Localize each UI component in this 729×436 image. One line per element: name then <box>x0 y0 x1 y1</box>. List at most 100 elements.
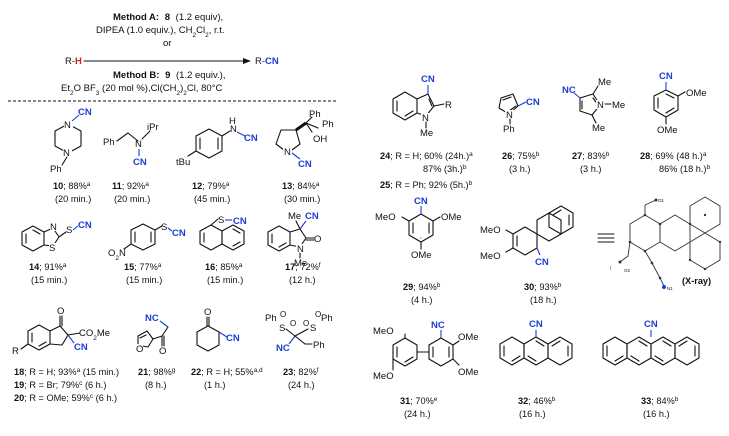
svg-text:N1: N1 <box>667 286 673 291</box>
compound-14-caption: 14; 91%a <box>29 262 67 273</box>
svg-text:N: N <box>422 113 429 124</box>
svg-text:Ph: Ph <box>322 119 334 130</box>
svg-text:OMe: OMe <box>686 88 707 99</box>
compound-26-time: (3 h.) <box>509 164 530 174</box>
svg-text:H: H <box>229 116 236 127</box>
svg-text:CN: CN <box>74 342 88 353</box>
svg-text:O: O <box>290 319 296 328</box>
compound-33-structure: CN <box>602 319 700 366</box>
compound-17-time: (12 h.) <box>289 275 316 285</box>
svg-text:R: R <box>445 100 452 111</box>
svg-text:CN: CN <box>659 71 673 82</box>
compound-19-caption: 19; R = Br; 79%c (6 h.) <box>14 380 106 391</box>
compound-14-structure: N S S CN <box>21 220 92 254</box>
svg-text:CN: CN <box>244 133 258 144</box>
svg-text:NC: NC <box>145 313 159 324</box>
svg-text:Ph: Ph <box>309 109 321 120</box>
compound-17-caption: 17; 72%f <box>285 262 321 273</box>
compound-29-time: (4 h.) <box>411 295 432 305</box>
svg-text:CN: CN <box>78 220 92 231</box>
svg-text:NC: NC <box>562 85 576 96</box>
svg-text:CN: CN <box>414 196 428 207</box>
compound-24-caption: 24; R = H; 60% (24h.)a <box>380 151 473 162</box>
compound-22-caption: 22; R = H; 55%a,d <box>191 367 263 378</box>
compound-31-caption: 31; 70%e <box>400 396 438 407</box>
compound-33-time: (16 h.) <box>643 409 670 419</box>
equivalence-symbol <box>597 233 615 243</box>
compound-27-structure: N Me Me Me NC <box>562 77 625 134</box>
reactant-label: R-H <box>65 56 82 67</box>
method-b-line1: Method B: 9 (1.2 equiv.), <box>113 70 225 81</box>
svg-text:Me: Me <box>294 258 307 269</box>
compound-11-structure: Ph N iPr CN <box>103 122 159 168</box>
compound-23-time: (24 h.) <box>288 380 315 390</box>
compound-18-caption: 18; R = H; 93%a (15 min.) <box>14 367 119 378</box>
svg-text:CN: CN <box>78 107 92 118</box>
svg-text:N: N <box>64 120 71 131</box>
compound-26-structure: N Ph CN <box>498 93 540 135</box>
svg-text:N: N <box>63 148 70 159</box>
svg-text:S: S <box>66 225 72 236</box>
compound-12-caption: 12; 79%a <box>192 181 230 192</box>
svg-text:MeO: MeO <box>373 371 394 382</box>
svg-text:Ph: Ph <box>50 164 62 175</box>
svg-text:S: S <box>310 323 316 334</box>
svg-text:Ph: Ph <box>103 137 115 148</box>
compound-17-structure: O N Me Me CN <box>267 211 321 269</box>
compound-10-time: (20 min.) <box>55 194 91 204</box>
svg-text:MeO: MeO <box>480 225 501 236</box>
svg-text:O2N: O2N <box>108 248 126 262</box>
compound-20-caption: 20; R = OMe; 59%c (6 h.) <box>14 393 117 404</box>
compound-24-caption-2: 87% (3h.)b <box>423 164 467 175</box>
svg-text:MeO: MeO <box>480 251 501 262</box>
compound-28-structure: CN OMe OMe <box>653 71 707 136</box>
svg-text:S: S <box>49 243 55 254</box>
svg-text:N: N <box>284 147 291 158</box>
svg-text:Me: Me <box>420 128 433 139</box>
svg-text:(: ( <box>610 265 612 270</box>
compound-16-structure: S CN <box>199 215 247 251</box>
or-label: or <box>163 38 171 49</box>
svg-text:Ph: Ph <box>265 313 277 324</box>
svg-text:CN: CN <box>421 74 435 85</box>
svg-text:N: N <box>135 139 142 150</box>
svg-text:OMe: OMe <box>458 367 479 378</box>
compound-21-caption: 21; 98%g <box>138 367 176 378</box>
compound-21-time: (8 h.) <box>145 380 166 390</box>
svg-text:CN: CN <box>233 216 247 227</box>
compound-28-caption: 28; 69% (48 h.)a <box>640 151 707 162</box>
compound-15-structure: S CN O2N <box>108 222 186 262</box>
svg-text:S: S <box>161 222 167 233</box>
svg-text:O: O <box>159 346 166 357</box>
svg-text:CN: CN <box>226 333 240 344</box>
svg-text:CN: CN <box>298 159 312 170</box>
svg-text:Me: Me <box>612 100 625 111</box>
svg-text:N: N <box>50 222 57 233</box>
compound-22-structure: O CN <box>196 307 240 352</box>
compound-23-structure: Ph O S O O S O Ph NC Ph <box>265 310 333 354</box>
compound-12-structure: H N CN tBu <box>176 116 258 168</box>
svg-text:O: O <box>136 344 143 355</box>
compound-13-caption: 13; 84%a <box>282 181 320 192</box>
svg-text:CN: CN <box>133 157 147 168</box>
compound-10-caption: 10; 88%a <box>53 181 91 192</box>
compound-16-time: (15 min.) <box>207 275 243 285</box>
svg-text:OMe: OMe <box>458 332 479 343</box>
compound-29-caption: 29; 94%b <box>403 282 441 293</box>
svg-text:OMe: OMe <box>411 250 432 261</box>
svg-text:NC: NC <box>431 320 445 331</box>
compound-26-caption: 26; 75%b <box>502 151 540 162</box>
arrow-head <box>243 58 251 64</box>
compound-16-caption: 16; 85%a <box>205 262 243 273</box>
svg-text:CN: CN <box>305 211 319 222</box>
compound-13-time: (30 min.) <box>284 194 320 204</box>
method-a-line2: DIPEA (1.0 equiv.), CH2Cl2, r.t. <box>96 25 225 39</box>
svg-text:Me: Me <box>598 77 611 88</box>
svg-text:O2: O2 <box>624 268 631 273</box>
compound-31-structure: MeO MeO NC OMe OMe <box>373 320 479 382</box>
svg-text:S: S <box>279 323 285 334</box>
svg-text:CO2Me: CO2Me <box>79 328 110 342</box>
svg-text:O: O <box>315 310 321 319</box>
compound-23-caption: 23; 82%f <box>283 367 319 378</box>
reaction-header: Method A: 8 (1.2 equiv), DIPEA (1.0 equi… <box>8 12 338 102</box>
